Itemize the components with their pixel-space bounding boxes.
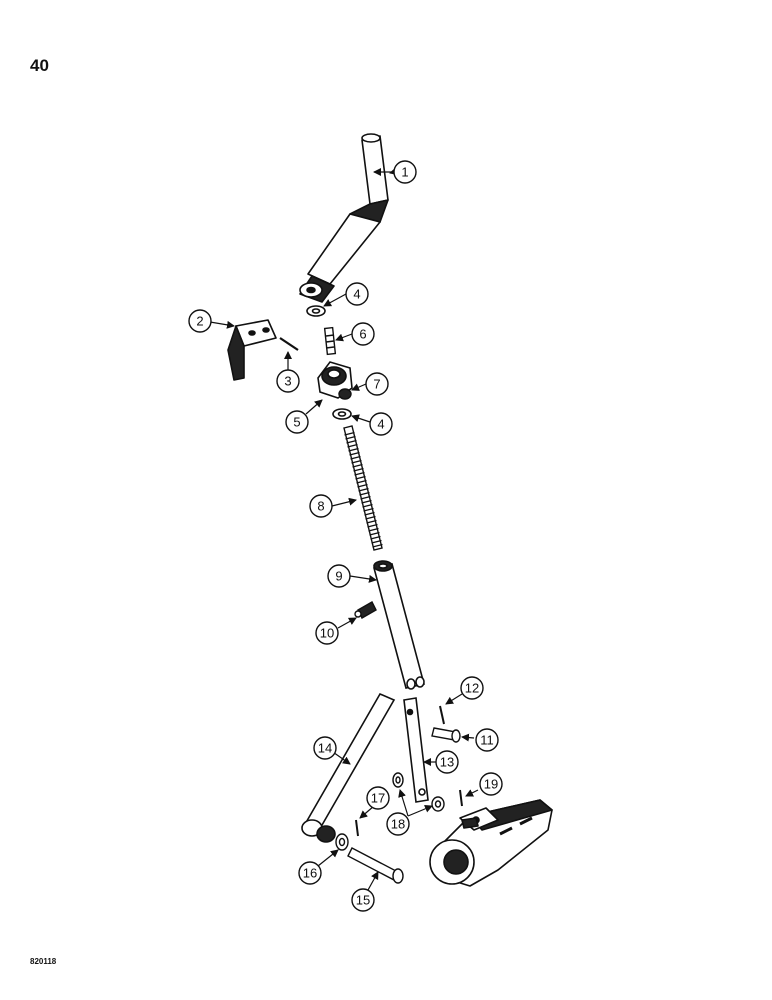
svg-text:19: 19 <box>484 777 498 792</box>
part-clevis-pin-upper <box>431 727 461 743</box>
svg-text:16: 16 <box>303 866 317 881</box>
part-washer-lower <box>332 408 352 420</box>
part-long-link <box>301 692 396 843</box>
part-bolt-upper <box>323 326 337 356</box>
callout-18: 18 <box>386 812 410 836</box>
svg-text:4: 4 <box>353 287 360 302</box>
part-grease-fitting <box>354 601 377 619</box>
svg-text:13: 13 <box>440 755 454 770</box>
svg-text:8: 8 <box>317 499 324 514</box>
part-link-strap <box>403 697 429 803</box>
part-cotter-pin-17 <box>355 819 359 837</box>
part-washer-18a <box>392 772 404 788</box>
callout-17: 17 <box>366 786 390 810</box>
callout-5: 5 <box>285 410 309 434</box>
part-yoke-arm <box>429 799 553 887</box>
part-cotter-pin-lower <box>459 789 463 807</box>
callout-19: 19 <box>479 772 503 796</box>
part-threaded-rod <box>343 425 383 551</box>
callout-16: 16 <box>298 861 322 885</box>
svg-text:2: 2 <box>196 314 203 329</box>
callout-12: 12 <box>460 676 484 700</box>
svg-text:4: 4 <box>377 417 384 432</box>
callout-4-lower: 4 <box>369 412 393 436</box>
part-washer-16 <box>335 833 349 851</box>
part-washer-upper <box>306 305 326 317</box>
svg-text:3: 3 <box>284 374 291 389</box>
callout-2: 2 <box>188 309 212 333</box>
svg-text:15: 15 <box>356 893 370 908</box>
svg-text:1: 1 <box>401 165 408 180</box>
figure-code: 820118 <box>30 957 57 966</box>
svg-text:10: 10 <box>320 626 334 641</box>
svg-text:6: 6 <box>359 327 366 342</box>
svg-text:17: 17 <box>371 791 385 806</box>
page-number: 40 <box>30 56 49 75</box>
part-nut <box>338 388 352 400</box>
callout-11: 11 <box>475 728 499 752</box>
part-lever <box>299 133 389 303</box>
part-long-pin <box>347 847 404 884</box>
callout-10: 10 <box>315 621 339 645</box>
part-bracket <box>227 319 277 381</box>
callout-4-upper: 4 <box>345 282 369 306</box>
leader-lines <box>209 167 479 891</box>
callout-3: 3 <box>276 369 300 393</box>
svg-text:12: 12 <box>465 681 479 696</box>
callout-15: 15 <box>351 888 375 912</box>
callout-9: 9 <box>327 564 351 588</box>
part-cotter-pin-upper <box>439 705 445 725</box>
svg-text:14: 14 <box>318 741 332 756</box>
svg-text:9: 9 <box>335 569 342 584</box>
callout-8: 8 <box>309 494 333 518</box>
part-washer-18b <box>431 796 445 812</box>
callout-14: 14 <box>313 736 337 760</box>
callout-13: 13 <box>435 750 459 774</box>
callout-7: 7 <box>365 372 389 396</box>
callout-1: 1 <box>393 160 417 184</box>
svg-text:18: 18 <box>391 817 405 832</box>
svg-text:5: 5 <box>293 415 300 430</box>
svg-text:7: 7 <box>373 377 380 392</box>
callouts: 1 2 3 4 4 5 6 7 <box>188 160 503 912</box>
callout-6: 6 <box>351 322 375 346</box>
svg-text:11: 11 <box>480 733 494 748</box>
part-spring-pin <box>279 337 299 351</box>
part-tube <box>373 560 425 690</box>
